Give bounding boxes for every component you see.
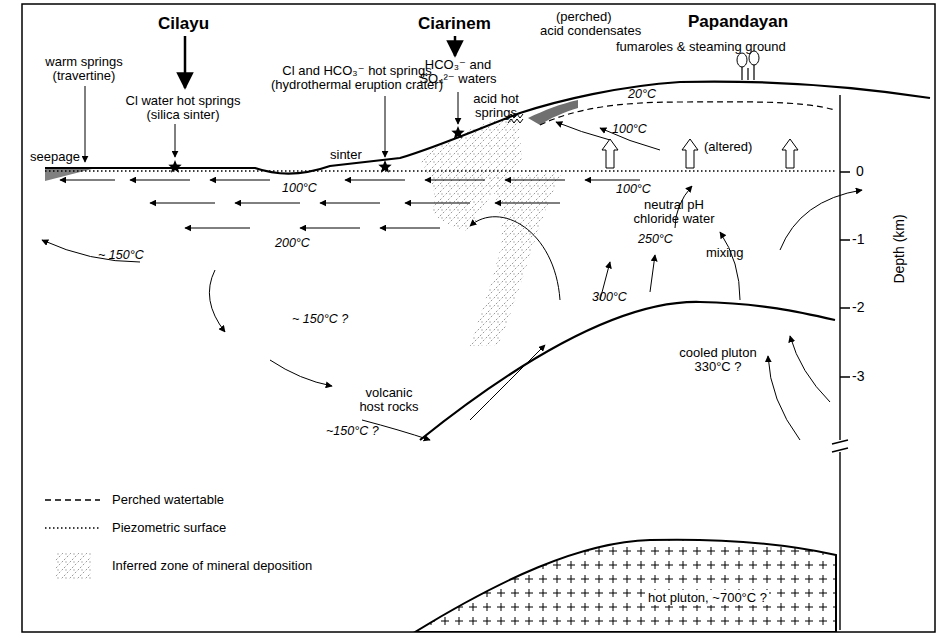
annotation: (perched) bbox=[556, 10, 612, 24]
axis-tick: 0 bbox=[856, 164, 864, 178]
annotation: mixing bbox=[706, 246, 744, 260]
annotation: acid condensates bbox=[540, 24, 641, 38]
cooled-pluton-boundary bbox=[420, 302, 835, 440]
legend-text: Perched watertable bbox=[112, 492, 224, 507]
temperature: ~ 150°C bbox=[98, 248, 144, 262]
temperature: 100°C bbox=[282, 181, 317, 195]
spring-star bbox=[168, 160, 181, 173]
temperature: 200°C bbox=[275, 236, 310, 250]
annotation: fumaroles & steaming ground bbox=[616, 40, 786, 54]
pluton-shape: hot pluton, ~700°C ? bbox=[410, 530, 838, 632]
temperature: 250°C bbox=[638, 232, 673, 246]
frame bbox=[22, 4, 935, 632]
temperature: ~ 150°C ? bbox=[292, 312, 348, 326]
spring-label: Cl water hot springs (silica sinter) bbox=[118, 94, 248, 122]
axis-tick: -2 bbox=[852, 300, 864, 314]
site-name: Ciarinem bbox=[418, 14, 491, 33]
temperature: 300°C bbox=[592, 290, 627, 304]
water-type: neutral pH chloride water bbox=[628, 198, 720, 226]
site-name: Cilayu bbox=[158, 14, 209, 33]
spring-label: Cl and HCO₃⁻ hot springs (hydrothermal e… bbox=[258, 64, 456, 92]
depth-axis bbox=[832, 95, 850, 630]
legend-text: Piezometric surface bbox=[112, 520, 226, 535]
annotation: sinter bbox=[330, 148, 362, 162]
axis-tick: -1 bbox=[852, 232, 864, 246]
trees bbox=[737, 51, 759, 80]
rock-label: cooled pluton 330°C ? bbox=[672, 346, 764, 374]
spring-label: warm springs (travertine) bbox=[38, 55, 130, 83]
spring-star bbox=[451, 126, 464, 139]
temperature: 100°C bbox=[612, 122, 647, 136]
mineral-zone bbox=[470, 172, 562, 346]
axis-tick: -3 bbox=[852, 369, 864, 383]
pluton-label: hot pluton, ~700°C ? bbox=[646, 590, 769, 605]
legend-text: Inferred zone of mineral deposition bbox=[112, 558, 312, 573]
legend-dotted-sample bbox=[45, 527, 100, 529]
spring-label: acid hot springs bbox=[462, 92, 530, 120]
ground-surface bbox=[45, 82, 930, 174]
perched-watertable bbox=[540, 102, 835, 125]
spring-star bbox=[378, 160, 391, 173]
leader-arrows bbox=[85, 36, 458, 162]
temperature: ~150°C ? bbox=[326, 424, 379, 438]
piezometric-surface bbox=[45, 170, 835, 171]
annotation: (altered) bbox=[704, 140, 752, 154]
steam-arrows bbox=[602, 139, 798, 168]
legend-hatch-sample bbox=[55, 553, 91, 579]
legend-dashed-sample bbox=[45, 499, 100, 500]
temperature: 20°C bbox=[628, 87, 656, 101]
rock-label: volcanic host rocks bbox=[356, 386, 422, 414]
pluton-outline bbox=[410, 530, 838, 632]
annotation: seepage bbox=[30, 150, 80, 164]
seepage-fill bbox=[45, 169, 92, 181]
axis-title: Depth (km) bbox=[892, 214, 906, 283]
flow-arrows bbox=[42, 122, 862, 440]
site-name: Papandayan bbox=[688, 12, 788, 31]
temperature: 100°C bbox=[616, 182, 651, 196]
pluton-body bbox=[415, 540, 836, 632]
